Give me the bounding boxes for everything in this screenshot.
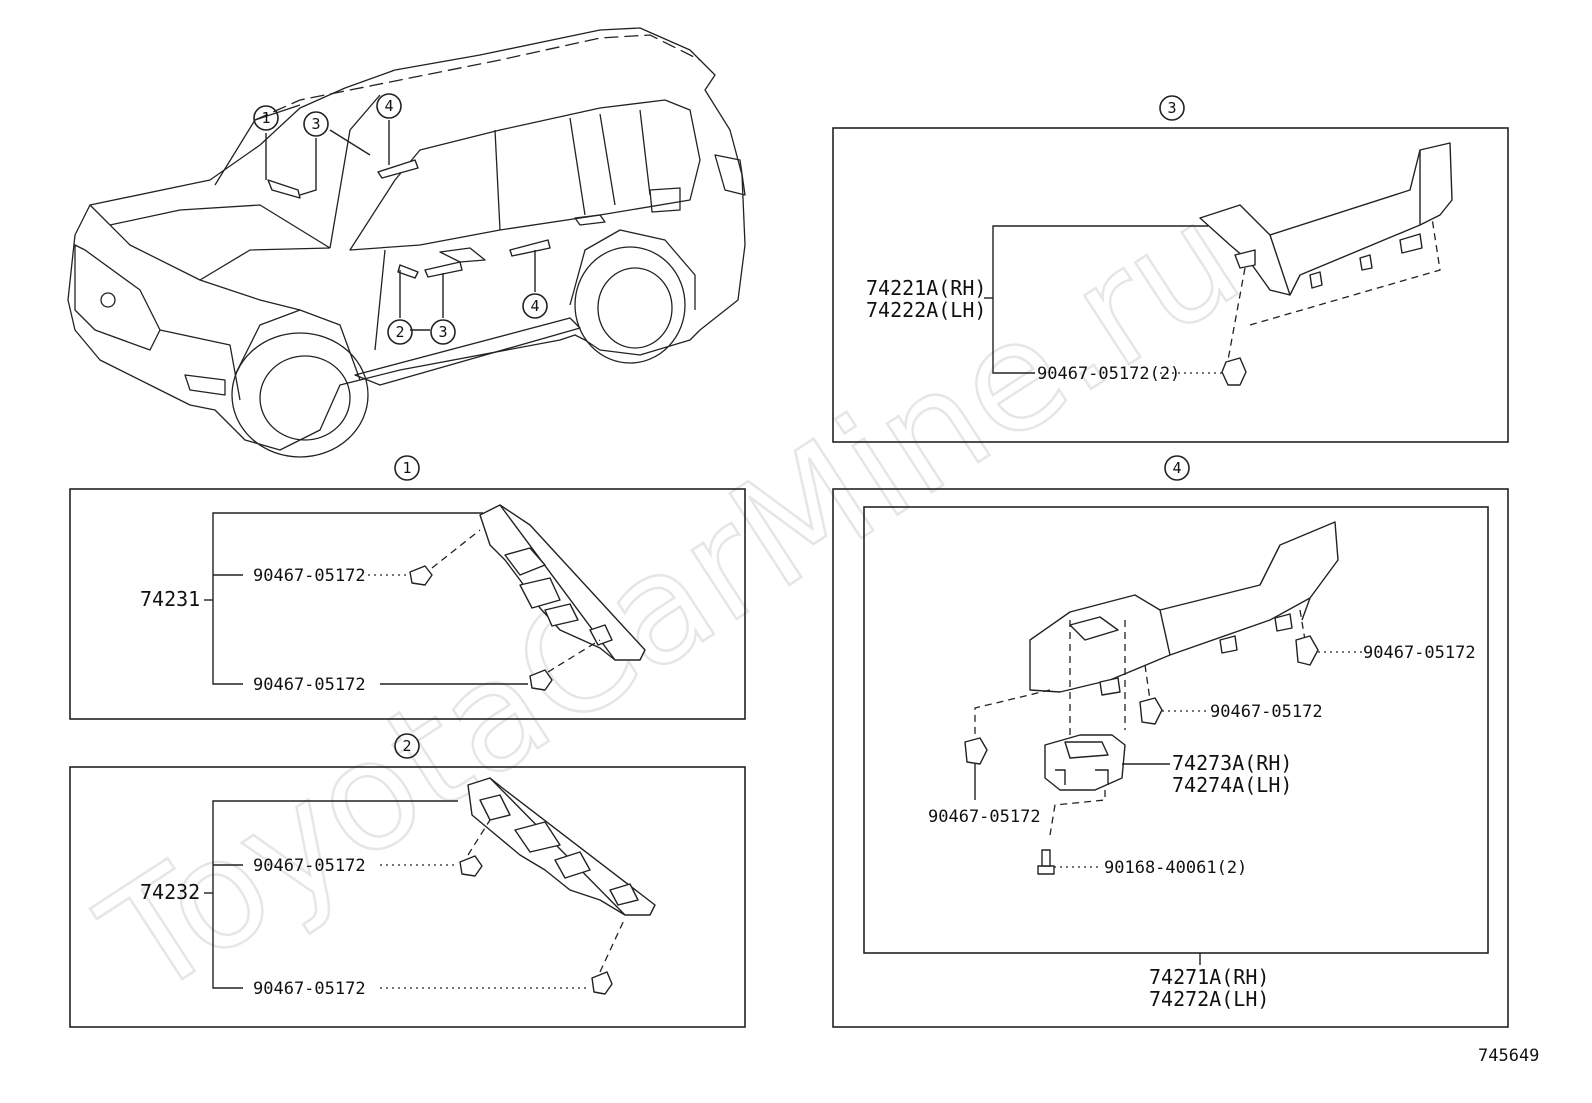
panel-1: 1 74231 90467-05172 90467-05172 [69, 455, 746, 720]
panel-2-clip-bottom-label: 90467-05172 [253, 979, 366, 999]
panel-2-trim-part [467, 777, 656, 916]
panel-1-clip-bottom-label: 90467-05172 [253, 675, 366, 695]
panel-4: 4 90467-0 [832, 455, 1509, 1028]
panel-1-clip-top-label: 90467-05172 [253, 566, 366, 586]
panel-2-clip-bottom [591, 971, 613, 995]
panel-4-screw-label: 90168-40061(2) [1104, 858, 1247, 878]
panel-3-index: 3 [1167, 99, 1176, 117]
panel-4-clip-mid-label: 90467-05172 [1210, 702, 1323, 722]
vehicle-grille [74, 244, 161, 351]
panel-1-trim-part [479, 504, 646, 661]
panel-4-assembly-rh: 74271A(RH) [1149, 965, 1269, 989]
panel-3-clip [1221, 357, 1247, 386]
panel-4-screw [1037, 865, 1055, 875]
svg-text:4: 4 [384, 97, 393, 115]
panel-4-index-circle [1164, 455, 1190, 481]
panel-3-frame [832, 127, 1509, 443]
panel-4-clip-left [964, 737, 988, 765]
diagram-id: 745649 [1478, 1046, 1539, 1066]
panel-4-index: 4 [1172, 459, 1181, 477]
panel-3-armrest-part [1199, 142, 1453, 296]
callout-2: 2 [387, 319, 413, 345]
panel-3-assembly-rh: 74221A(RH) [866, 276, 986, 300]
vehicle-body-outline [67, 27, 746, 451]
vehicle-running-board [354, 317, 581, 386]
panel-1-assembly: 74231 [140, 587, 200, 611]
panel-4-switch-lh: 74274A(LH) [1172, 773, 1292, 797]
svg-text:4: 4 [530, 297, 539, 315]
svg-text:3: 3 [438, 323, 447, 341]
vehicle-overview [67, 27, 746, 458]
svg-text:2: 2 [395, 323, 404, 341]
panel-2-clip-top [459, 855, 483, 877]
panel-4-clip-left-label: 90467-05172 [928, 807, 1041, 827]
panel-4-clip-right [1295, 635, 1319, 666]
panel-1-clip-top [409, 565, 433, 586]
panel-1-index: 1 [402, 459, 411, 477]
vehicle-roof-dash [254, 34, 701, 121]
callout-4-lower: 4 [522, 293, 548, 319]
panel-1-index-circle [394, 455, 420, 481]
callout-4-upper: 4 [376, 93, 402, 119]
panel-3-clip-label: 90467-05172(2) [1037, 364, 1180, 384]
panel-4-clip-mid [1139, 697, 1163, 725]
panel-3: 3 74221A(RH) 74222A(LH) 90467-05172(2) [832, 95, 1509, 443]
panel-4-switch-rh: 74273A(RH) [1172, 751, 1292, 775]
panel-2-index: 2 [402, 737, 411, 755]
svg-text:1: 1 [261, 109, 270, 127]
panel-2-index-circle [394, 733, 420, 759]
panel-2-assembly: 74232 [140, 880, 200, 904]
panel-2-clip-top-label: 90467-05172 [253, 856, 366, 876]
panel-2-frame [69, 766, 746, 1028]
overview-callouts: 1 3 4 2 3 4 [253, 93, 548, 345]
panel-4-outer-frame [832, 488, 1509, 1028]
panel-1-clip-bottom [529, 669, 553, 691]
callout-3-upper: 3 [303, 111, 329, 137]
vehicle-front-wheel [231, 332, 369, 458]
callout-1: 1 [253, 105, 279, 131]
panel-3-assembly-lh: 74222A(LH) [866, 298, 986, 322]
vehicle-emblem [100, 292, 116, 308]
panel-4-clip-right-label: 90467-05172 [1363, 643, 1476, 663]
panel-3-index-circle [1159, 95, 1185, 121]
panel-4-assembly-lh: 74272A(LH) [1149, 987, 1269, 1011]
svg-text:3: 3 [311, 115, 320, 133]
panel-2: 2 74232 90467-05172 90467-05172 [69, 733, 746, 1028]
panel-4-armrest-part [1029, 521, 1339, 693]
vehicle-rear-wheel [574, 246, 686, 364]
panel-4-inner-frame [863, 506, 1489, 954]
callout-3-lower: 3 [430, 319, 456, 345]
panel-1-frame [69, 488, 746, 720]
